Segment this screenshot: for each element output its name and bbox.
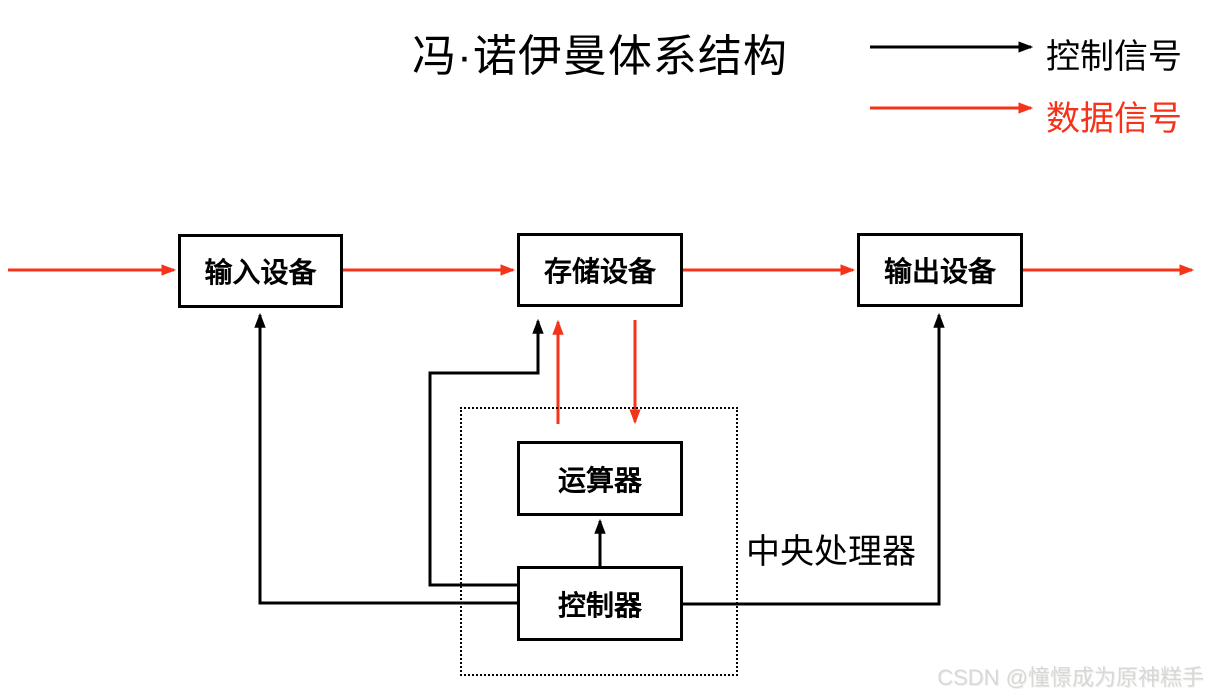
- node-control-unit-label: 控制器: [557, 589, 642, 621]
- node-storage-device: 存储设备: [517, 233, 683, 307]
- diagram-title: 冯·诺伊曼体系结构: [412, 32, 788, 81]
- node-alu-label: 运算器: [557, 464, 642, 496]
- legend-control-label: 控制信号: [1046, 38, 1182, 76]
- node-alu: 运算器: [517, 441, 683, 516]
- node-input-device: 输入设备: [178, 234, 343, 308]
- node-storage-device-label: 存储设备: [543, 256, 656, 287]
- node-control-unit: 控制器: [517, 566, 683, 641]
- node-output-device-label: 输出设备: [883, 256, 996, 287]
- control-arrow-cu-to-storage: [428, 318, 544, 587]
- control-arrow-cu-to-input: [254, 312, 517, 605]
- watermark: CSDN @憧憬成为原神糕手: [937, 665, 1204, 690]
- cpu-dashed-boundary: [460, 407, 738, 676]
- cpu-group-label: 中央处理器: [746, 533, 916, 571]
- legend-data-label: 数据信号: [1046, 100, 1182, 138]
- node-output-device: 输出设备: [857, 233, 1023, 307]
- control-arrow-cu-to-output: [683, 312, 945, 606]
- node-input-device-label: 输入设备: [204, 257, 317, 288]
